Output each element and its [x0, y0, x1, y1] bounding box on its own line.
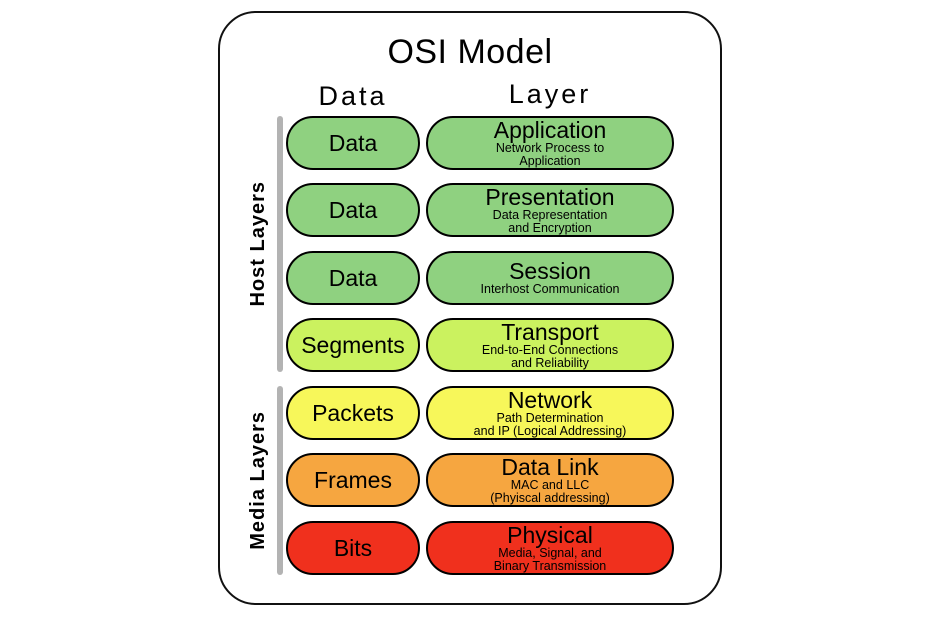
media-layers-bar — [277, 386, 283, 575]
layer-title: Transport — [501, 318, 599, 345]
layer-box: Physical Media, Signal, and Binary Trans… — [426, 521, 674, 575]
layer-subtitle: Data Representation and Encryption — [492, 207, 608, 235]
osi-row-transport: Segments Transport End-to-End Connection… — [220, 318, 720, 372]
data-unit-pill: Packets — [286, 386, 420, 440]
data-unit-pill: Data — [286, 251, 420, 305]
osi-row-session: Data Session Interhost Communication — [220, 251, 720, 305]
osi-row-application: Data Application Network Process to Appl… — [220, 116, 720, 170]
osi-row-network: Packets Network Path Determination and I… — [220, 386, 720, 440]
data-unit-pill: Frames — [286, 453, 420, 507]
layer-box: Transport End-to-End Connections and Rel… — [426, 318, 674, 372]
data-unit-pill: Data — [286, 183, 420, 237]
layer-title: Application — [493, 116, 607, 143]
layer-box: Application Network Process to Applicati… — [426, 116, 674, 170]
layer-subtitle: Interhost Communication — [480, 282, 620, 297]
layer-subtitle: MAC and LLC (Phyiscal addressing) — [490, 477, 610, 505]
layer-title: Physical — [507, 521, 593, 548]
layer-subtitle: Network Process to Application — [495, 140, 605, 168]
osi-model-card: OSI Model Data Layer Host Layers Media L… — [218, 11, 722, 605]
column-header-layer: Layer — [508, 79, 592, 109]
layer-title: Network — [507, 386, 593, 413]
host-layers-bar — [277, 116, 283, 372]
layer-subtitle: End-to-End Connections and Reliability — [481, 342, 619, 370]
layer-subtitle: Path Determination and IP (Logical Addre… — [473, 410, 627, 438]
layer-subtitle: Media, Signal, and Binary Transmission — [493, 545, 607, 573]
layer-box: Presentation Data Representation and Enc… — [426, 183, 674, 237]
layer-title: Data Link — [501, 453, 599, 480]
layer-box: Session Interhost Communication — [426, 251, 674, 305]
data-unit-pill: Segments — [286, 318, 420, 372]
osi-row-physical: Bits Physical Media, Signal, and Binary … — [220, 521, 720, 575]
data-unit-pill: Bits — [286, 521, 420, 575]
osi-row-data-link: Frames Data Link MAC and LLC (Phyiscal a… — [220, 453, 720, 507]
column-header-data: Data — [318, 81, 388, 111]
layer-title: Presentation — [485, 183, 615, 210]
data-unit-pill: Data — [286, 116, 420, 170]
layer-box: Network Path Determination and IP (Logic… — [426, 386, 674, 440]
layer-box: Data Link MAC and LLC (Phyiscal addressi… — [426, 453, 674, 507]
osi-row-presentation: Data Presentation Data Representation an… — [220, 183, 720, 237]
layer-title: Session — [509, 258, 591, 285]
diagram-title: OSI Model — [387, 33, 553, 71]
